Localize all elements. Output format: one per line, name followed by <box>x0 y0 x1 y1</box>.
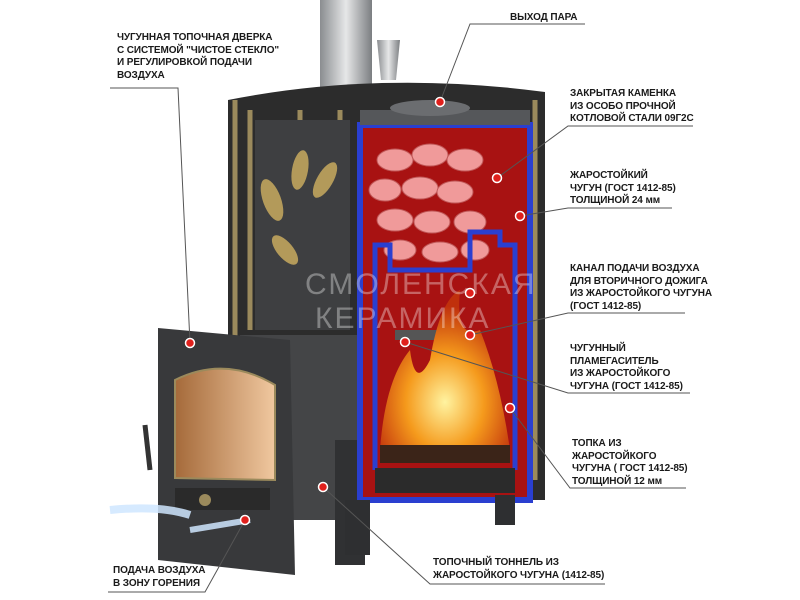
stones <box>368 143 490 263</box>
flame-arrester <box>395 330 470 340</box>
marker-flame-arrester <box>399 336 411 348</box>
marker-firebox <box>504 402 516 414</box>
marker-tunnel <box>317 481 329 493</box>
watermark-line2: КЕРАМИКА <box>315 302 491 335</box>
steam-valve <box>377 40 400 80</box>
marker-door <box>184 337 196 349</box>
marker-air-channel <box>464 329 476 341</box>
marker-steam <box>434 96 446 108</box>
marker-heater <box>491 172 503 184</box>
label-air-supply: ПОДАЧА ВОЗДУХА В ЗОНУ ГОРЕНИЯ <box>113 565 206 589</box>
leader-lines <box>108 23 693 593</box>
label-cast-iron: ЖАРОСТОЙКИЙ ЧУГУН (ГОСТ 1412-85) ТОЛЩИНО… <box>570 170 676 206</box>
label-tunnel: ТОПОЧНЫЙ ТОННЕЛЬ ИЗ ЖАРОСТОЙКОГО ЧУГУНА … <box>433 557 605 581</box>
watermark-line1: СМОЛЕНСКАЯ <box>305 268 537 301</box>
label-firebox: ТОПКА ИЗ ЖАРОСТОЙКОГО ЧУГУНА ( ГОСТ 1412… <box>572 438 688 487</box>
fire <box>380 290 510 450</box>
label-air-channel: КАНАЛ ПОДАЧИ ВОЗДУХА ДЛЯ ВТОРИЧНОГО ДОЖИ… <box>570 263 712 312</box>
label-heater: ЗАКРЫТАЯ КАМЕНКА ИЗ ОСОБО ПРОЧНОЙ КОТЛОВ… <box>570 88 694 124</box>
label-flame-arrester: ЧУГУННЫЙ ПЛАМЕГАСИТЕЛЬ ИЗ ЖАРОСТОЙКОГО Ч… <box>570 343 683 392</box>
air-channel <box>372 229 518 470</box>
wheat-ornament <box>260 150 338 265</box>
fire-door <box>142 328 295 575</box>
marker-cast-iron <box>514 210 526 222</box>
label-door: ЧУГУННАЯ ТОПОЧНАЯ ДВЕРКА С СИСТЕМОЙ "ЧИС… <box>117 32 280 81</box>
marker-air-supply <box>239 514 251 526</box>
marker-channel-top <box>464 287 476 299</box>
label-steam: ВЫХОД ПАРА <box>510 12 578 23</box>
red-markers <box>184 96 526 526</box>
